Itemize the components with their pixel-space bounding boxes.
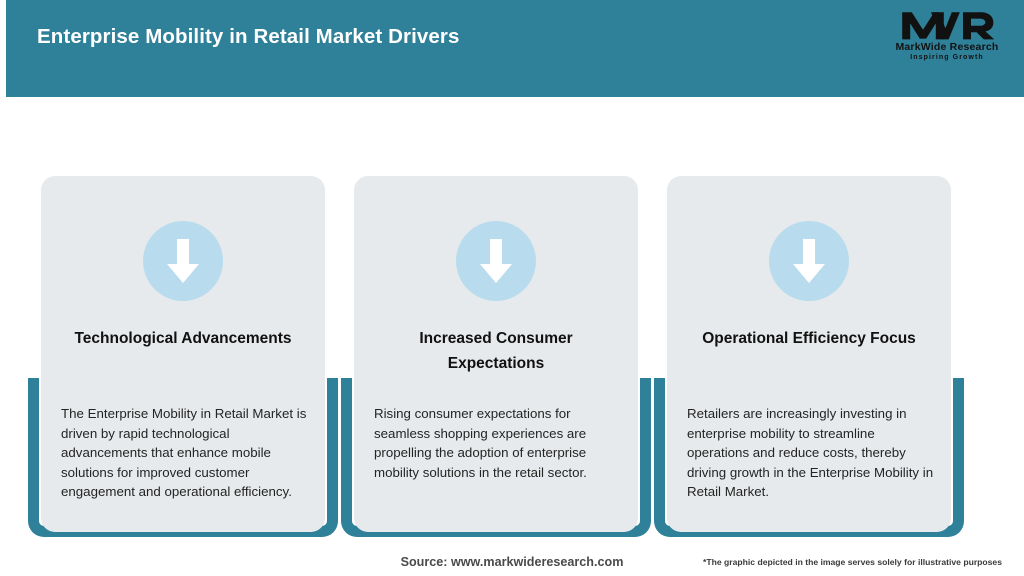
card-body-text: Retailers are increasingly investing in … xyxy=(687,406,934,499)
driver-card-1: Technological Advancements The Enterpris… xyxy=(28,97,338,537)
card-panel: Technological Advancements The Enterpris… xyxy=(41,176,325,532)
page-title: Enterprise Mobility in Retail Market Dri… xyxy=(37,25,460,48)
mwr-logo-icon xyxy=(902,12,995,40)
card-panel: Operational Efficiency Focus Retailers a… xyxy=(667,176,951,532)
driver-card-3: Operational Efficiency Focus Retailers a… xyxy=(654,97,964,537)
card-body-text: Rising consumer expectations for seamles… xyxy=(374,406,587,480)
arrow-down-icon xyxy=(769,221,849,301)
source-label: Source: www.markwideresearch.com xyxy=(400,555,624,569)
brand-logo: MarkWide Research Inspiring Growth xyxy=(888,8,1006,70)
logo-company-name: MarkWide Research xyxy=(895,41,999,53)
header-band: Enterprise Mobility in Retail Market Dri… xyxy=(6,0,1024,97)
card-title: Increased Consumer Expectations xyxy=(419,330,573,372)
card-body-text: The Enterprise Mobility in Retail Market… xyxy=(61,406,307,499)
arrow-down-icon xyxy=(456,221,536,301)
card-title: Operational Efficiency Focus xyxy=(702,330,916,347)
arrow-down-icon xyxy=(143,221,223,301)
card-panel: Increased Consumer Expectations Rising c… xyxy=(354,176,638,532)
driver-card-2: Increased Consumer Expectations Rising c… xyxy=(341,97,651,537)
drivers-card-row: Technological Advancements The Enterpris… xyxy=(0,97,1024,537)
card-title: Technological Advancements xyxy=(74,330,292,347)
logo-tagline: Inspiring Growth xyxy=(910,54,984,61)
disclaimer-label: *The graphic depicted in the image serve… xyxy=(703,557,1002,567)
